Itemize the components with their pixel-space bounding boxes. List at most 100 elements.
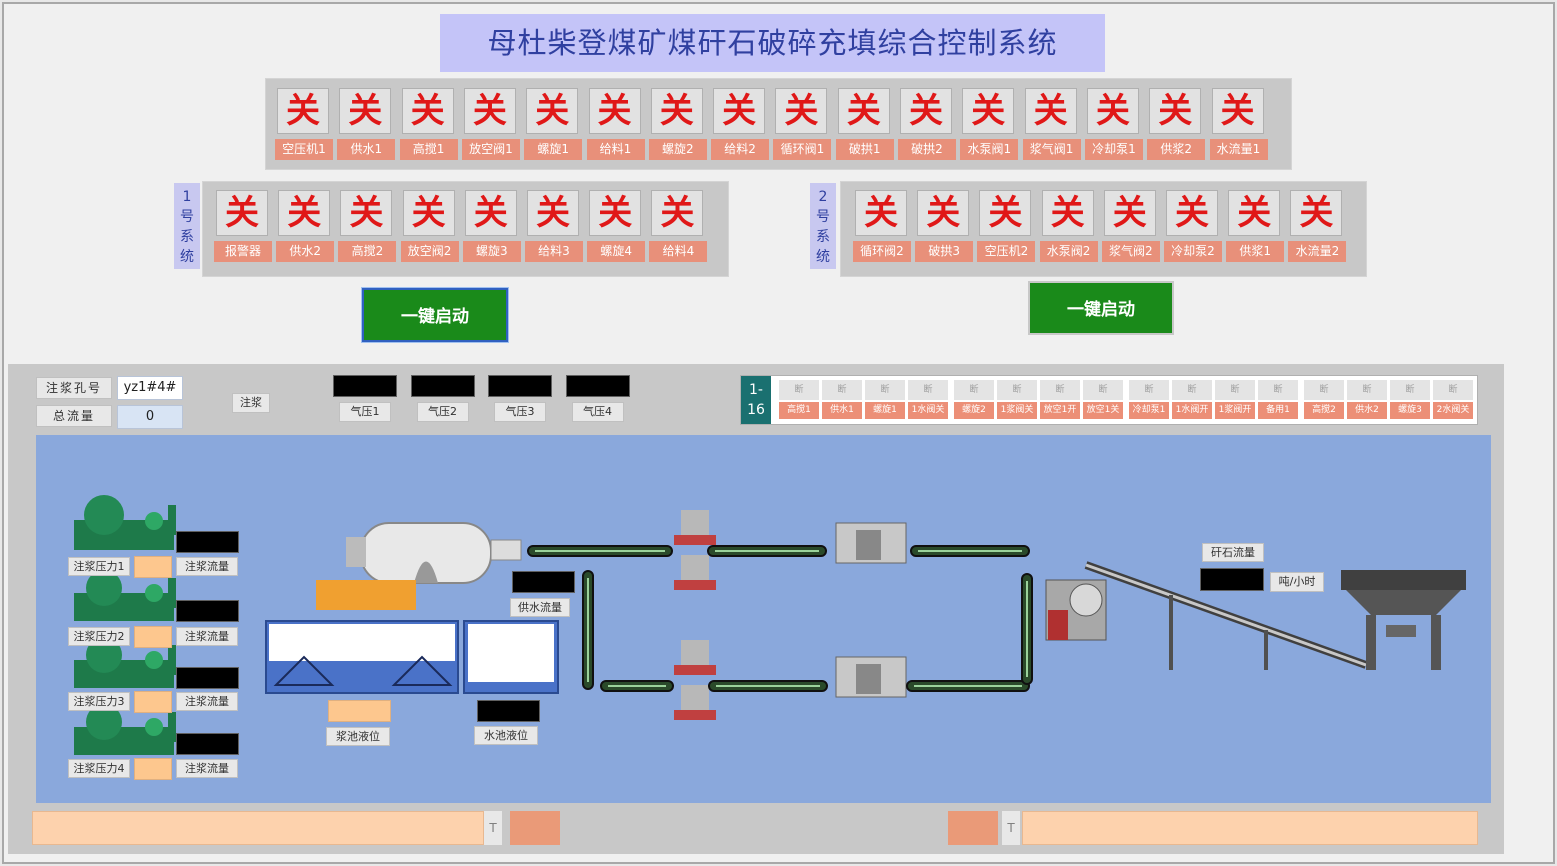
- device-toggle-button[interactable]: 关: [1211, 88, 1264, 134]
- system2-device-toggle-button[interactable]: 关: [1290, 190, 1343, 236]
- system1-device-cell: 关高搅2: [338, 186, 397, 266]
- grout-pump-icon[interactable]: [74, 637, 176, 688]
- system2-device-toggle-button[interactable]: 关: [1041, 190, 1094, 236]
- system2-device-toggle-button[interactable]: 关: [1103, 190, 1156, 236]
- relay-cell[interactable]: 断供水2: [1346, 378, 1388, 424]
- relay-cell[interactable]: 断放空1关: [1082, 378, 1124, 424]
- grout-pump-icon[interactable]: [74, 495, 176, 550]
- belt-conveyor[interactable]: [527, 545, 673, 557]
- relay-cell[interactable]: 断螺旋1: [864, 378, 906, 424]
- relay-label: 螺旋1: [865, 402, 905, 419]
- impact-crusher-icon[interactable]: [835, 522, 907, 564]
- relay-cell[interactable]: 断备用1: [1257, 378, 1299, 424]
- system2-device-toggle-button[interactable]: 关: [1166, 190, 1218, 236]
- relay-state: 断: [1347, 380, 1387, 400]
- relay-cell[interactable]: 断螺旋3: [1389, 378, 1431, 424]
- system1-start-button[interactable]: 一键启动: [361, 287, 509, 343]
- system2-device-label: 水泵阀2: [1039, 241, 1098, 262]
- device-toggle-button[interactable]: 关: [1086, 88, 1139, 134]
- relay-cell[interactable]: 断 2水阀关: [1432, 378, 1474, 424]
- device-toggle-button[interactable]: 关: [526, 88, 579, 134]
- device-toggle-button[interactable]: 关: [900, 88, 952, 134]
- relay-cell[interactable]: 断高搅2: [1303, 378, 1345, 424]
- device-cell: 关给料1: [586, 84, 645, 164]
- impact-crusher-icon[interactable]: [835, 656, 907, 698]
- device-toggle-button[interactable]: 关: [1024, 88, 1077, 134]
- footer-bar-left: [32, 811, 484, 845]
- pressure-display: [565, 375, 630, 397]
- ball-mill-icon[interactable]: [316, 522, 522, 610]
- hopper-icon[interactable]: [1341, 570, 1466, 670]
- device-toggle-button[interactable]: 关: [339, 88, 392, 134]
- relay-cell[interactable]: 断供水1: [821, 378, 863, 424]
- device-label: 破拱2: [898, 139, 956, 160]
- grout-flow-label: 注浆流量: [176, 759, 238, 778]
- belt-conveyor[interactable]: [910, 545, 1030, 557]
- relay-state: 断: [1433, 380, 1473, 400]
- vertical-belt-conveyor[interactable]: [582, 570, 594, 690]
- device-cell: 关给料2: [711, 84, 770, 164]
- device-cell: 关供水1: [337, 84, 396, 164]
- hole-number-value[interactable]: yz1#4#: [117, 376, 183, 400]
- total-flow-value: 0: [117, 405, 183, 429]
- device-label: 给料2: [711, 139, 770, 160]
- system1-device-toggle-button[interactable]: 关: [651, 190, 704, 236]
- relay-cell[interactable]: 断放空1开: [1039, 378, 1081, 424]
- system1-device-toggle-button[interactable]: 关: [340, 190, 393, 236]
- device-toggle-button[interactable]: 关: [463, 88, 516, 134]
- grout-pump-icon[interactable]: [74, 570, 176, 621]
- system1-device-cell: 关给料4: [649, 186, 708, 266]
- belt-conveyor[interactable]: [708, 680, 828, 692]
- relay-range-end: 16: [747, 402, 765, 418]
- grout-pump-icon[interactable]: [74, 704, 176, 755]
- jaw-crusher-icon[interactable]: [1045, 579, 1107, 641]
- system2-device-toggle-button[interactable]: 关: [979, 190, 1032, 236]
- system2-device-label: 水流量2: [1288, 241, 1347, 262]
- grout-flow-label: 注浆流量: [176, 557, 238, 576]
- system1-device-toggle-button[interactable]: 关: [402, 190, 455, 236]
- relay-label: 2水阀关: [1433, 402, 1473, 419]
- device-cell: 关水流量1: [1209, 84, 1268, 164]
- device-toggle-button[interactable]: 关: [962, 88, 1015, 134]
- slurry-level-display: [328, 700, 391, 722]
- cone-crusher-icon[interactable]: [674, 685, 716, 720]
- cone-crusher-icon[interactable]: [674, 555, 716, 590]
- relay-cell[interactable]: 断螺旋2: [953, 378, 995, 424]
- system1-device-toggle-button[interactable]: 关: [589, 190, 642, 236]
- device-toggle-button[interactable]: 关: [650, 88, 703, 134]
- cone-crusher-icon[interactable]: [674, 640, 716, 675]
- device-toggle-button[interactable]: 关: [277, 88, 329, 134]
- water-flow-display: [512, 571, 575, 593]
- device-toggle-button[interactable]: 关: [401, 88, 454, 134]
- belt-conveyor[interactable]: [906, 680, 1030, 692]
- process-graphics: [74, 495, 1466, 755]
- device-toggle-button[interactable]: 关: [775, 88, 828, 134]
- relay-cell[interactable]: 断高搅1: [778, 378, 820, 424]
- device-toggle-button[interactable]: 关: [713, 88, 766, 134]
- system2-device-toggle-button[interactable]: 关: [917, 190, 970, 236]
- device-toggle-button[interactable]: 关: [1149, 88, 1202, 134]
- system1-device-toggle-button[interactable]: 关: [527, 190, 579, 236]
- system2-device-toggle-button[interactable]: 关: [1228, 190, 1281, 236]
- system2-device-toggle-button[interactable]: 关: [855, 190, 907, 236]
- device-toggle-button[interactable]: 关: [588, 88, 641, 134]
- system1-device-toggle-button[interactable]: 关: [278, 190, 331, 236]
- device-toggle-button[interactable]: 关: [837, 88, 890, 134]
- system1-device-toggle-button[interactable]: 关: [464, 190, 517, 236]
- system1-device-toggle-button[interactable]: 关: [216, 190, 268, 236]
- grout-pressure-label: 注浆压力4: [68, 759, 130, 778]
- inclined-belt-conveyor[interactable]: [1084, 561, 1368, 670]
- footer-marker-right: T: [1002, 811, 1020, 845]
- system2-start-button[interactable]: 一键启动: [1028, 281, 1174, 335]
- belt-conveyor[interactable]: [600, 680, 674, 692]
- relay-state: 断: [1129, 380, 1169, 400]
- device-label: 水流量1: [1209, 139, 1268, 160]
- relay-cell[interactable]: 断冷却泵1: [1128, 378, 1170, 424]
- vertical-belt-conveyor[interactable]: [1021, 573, 1033, 685]
- cone-crusher-icon[interactable]: [674, 510, 716, 545]
- belt-conveyor[interactable]: [707, 545, 827, 557]
